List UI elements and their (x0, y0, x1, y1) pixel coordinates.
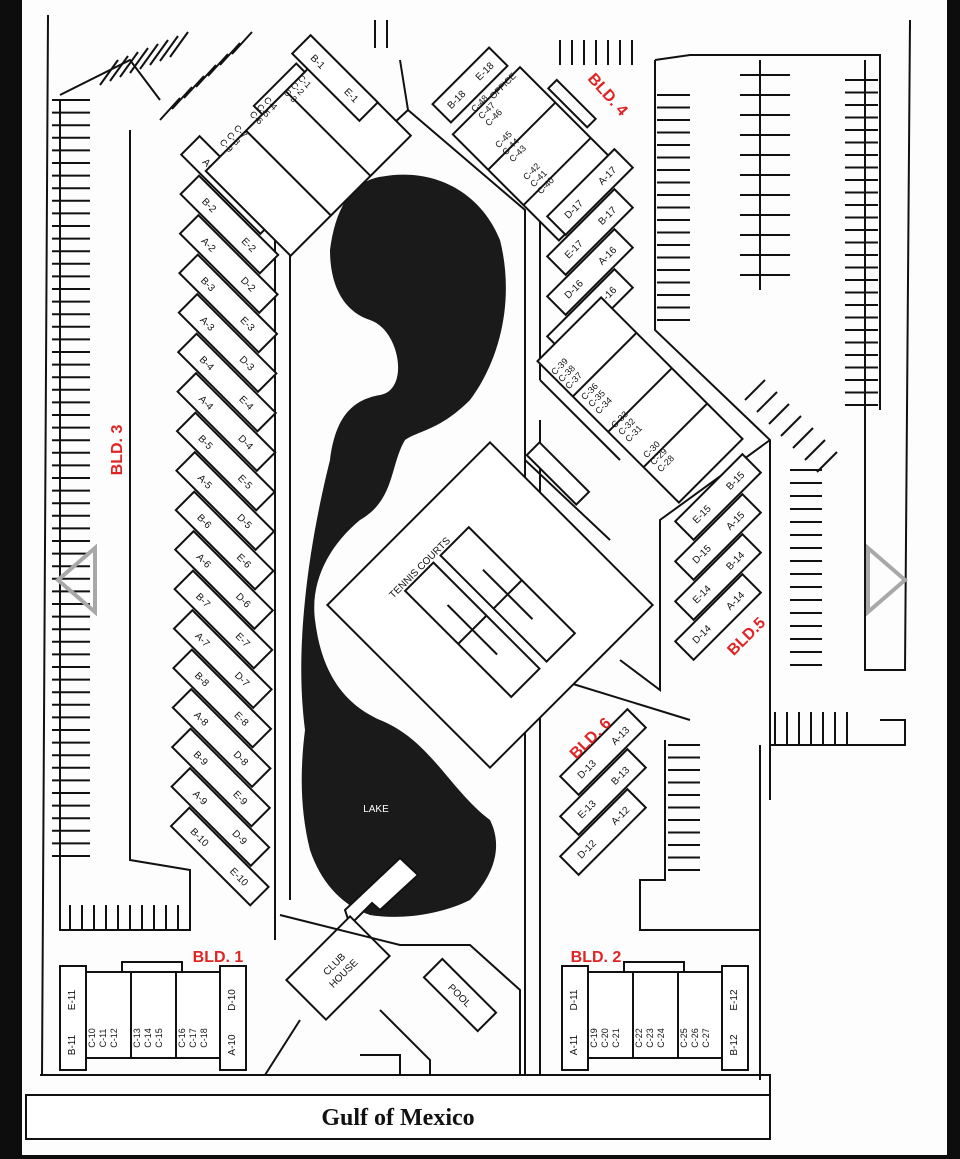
unit-row: A-8D-8 (171, 687, 272, 789)
unit-label: D-11 (569, 989, 580, 1010)
unit-label: C-25 (679, 1028, 689, 1048)
unit-label: C-26 (690, 1028, 700, 1048)
ground-line (40, 1074, 771, 1096)
unit-row: A-7D-7 (172, 608, 274, 710)
unit-row: B-5E-5 (175, 411, 277, 512)
unit-row: B-4E-4 (176, 332, 278, 433)
unit-label: A-10 (227, 1034, 238, 1056)
unit-label: C-18 (199, 1028, 209, 1048)
unit-label: C-14 (143, 1028, 153, 1048)
gulf-of-mexico-label: Gulf of Mexico (321, 1105, 474, 1131)
unit-row: A-9D-9 (170, 766, 271, 868)
gulf-box (25, 1094, 771, 1140)
unit-row: E-17B-17 (545, 187, 635, 277)
lake-label: LAKE (363, 804, 389, 815)
unit-label: C-13 (132, 1028, 142, 1048)
c-unit-group: C-36C-35C-34 (579, 381, 614, 416)
unit-row: A-2D-2 (178, 213, 280, 315)
unit-label: C-19 (589, 1028, 599, 1048)
unit-row: B-7E-7 (173, 569, 274, 670)
road-outline (59, 19, 911, 1080)
unit-row: B-3E-3 (177, 253, 279, 354)
unit-row: A-6D-6 (173, 529, 275, 631)
bld-1-label: BLD. 1 (193, 949, 244, 966)
unit-label: C-16 (177, 1028, 187, 1048)
unit-row: B-1E-1 (290, 33, 380, 123)
unit-row: E-13B-13 (558, 747, 648, 837)
unit-row: B-18E-18 (431, 46, 509, 124)
c-unit-group: C-7C-8C-9 (218, 123, 249, 154)
unit-label: C-10 (87, 1028, 97, 1048)
pool-deck (264, 914, 521, 1076)
unit-label: C-22 (634, 1028, 644, 1048)
unit-row: E-14B-14 (673, 532, 763, 622)
unit-row: A-5D-5 (174, 450, 276, 552)
unit-label: C-21 (611, 1028, 621, 1048)
unit-label: E-11 (67, 989, 78, 1010)
unit-row: B-9E-9 (170, 727, 272, 828)
club-house: CLUB HOUSE (284, 914, 392, 1022)
unit-row: D-12A-12 (558, 787, 648, 877)
parking-top-divider (740, 60, 790, 290)
unit-row: D-13A-13 (558, 707, 648, 797)
unit-row: B-6E-6 (174, 490, 275, 591)
unit-row: D-15A-15 (673, 492, 763, 582)
tennis-area (325, 440, 655, 770)
unit-label: B-12 (729, 1034, 740, 1056)
unit-row: A-3D-3 (177, 292, 278, 394)
triangle-left-icon[interactable] (54, 543, 97, 617)
unit-label: C-23 (645, 1028, 655, 1048)
unit-row: A-4D-4 (176, 371, 277, 473)
unit-row: E-15B-15 (673, 452, 763, 542)
lake (301, 174, 506, 917)
unit-label: C-20 (600, 1028, 610, 1048)
bld-4-label: BLD. 4 (584, 70, 631, 119)
unit-row: D-14A-14 (673, 572, 763, 662)
pool: POOL (422, 957, 498, 1033)
unit-label: C-27 (701, 1028, 711, 1048)
unit-row: D-16A-16 (545, 227, 635, 317)
unit-row: B-8E-8 (171, 648, 273, 749)
unit-label: C-15 (154, 1028, 164, 1048)
unit-label: A-11 (569, 1034, 580, 1055)
parking-stalls (52, 20, 878, 930)
unit-label: C-11 (98, 1029, 108, 1048)
unit-label: C-24 (656, 1028, 666, 1048)
unit-label: D-10 (227, 989, 238, 1011)
unit-row: B-10E-10 (169, 806, 271, 907)
unit-row: D-17A-17 (545, 147, 635, 237)
unit-row: B-2E-2 (179, 174, 280, 275)
unit-label: E-12 (729, 989, 740, 1011)
unit-label: B-11 (67, 1034, 78, 1055)
bld-3-label: BLD. 3 (109, 425, 126, 476)
practice-court (525, 440, 591, 507)
bld-2-label: BLD. 2 (571, 949, 622, 966)
bld-4-c-wing-2 (536, 296, 744, 504)
unit-label: C-17 (188, 1028, 198, 1048)
triangle-right-icon[interactable] (866, 543, 909, 617)
c-unit-group: C-48C-47C-46 (469, 93, 504, 128)
unit-label: C-12 (109, 1028, 119, 1048)
